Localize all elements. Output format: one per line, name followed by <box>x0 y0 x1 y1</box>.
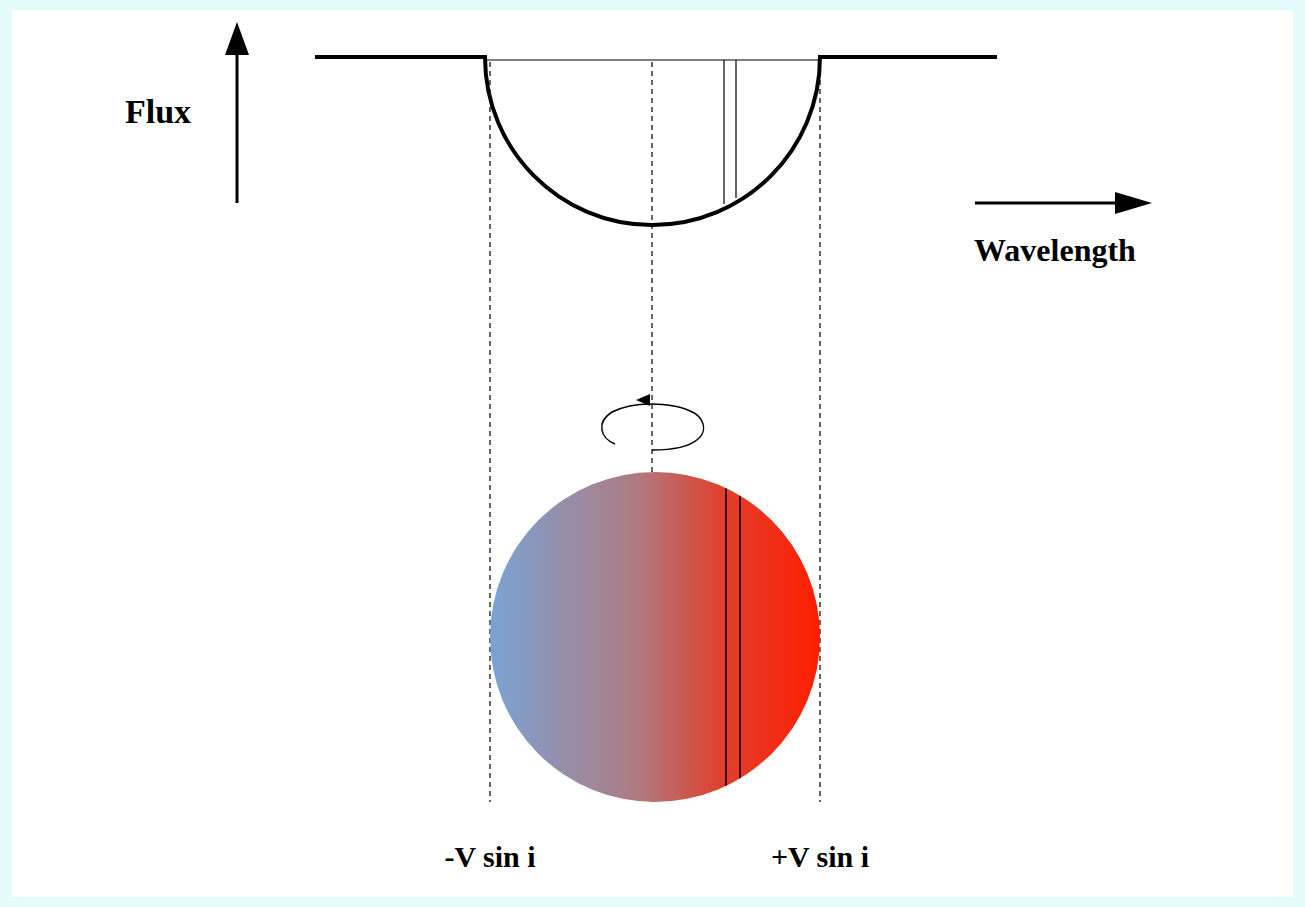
velocity-label: -V sin i <box>444 842 535 872</box>
axis-label: Flux <box>125 95 191 129</box>
dashed-guide-lines <box>490 62 820 802</box>
flux-axis-arrow <box>225 22 249 203</box>
rotation-arrow <box>602 394 704 450</box>
rotating-star <box>490 470 820 805</box>
wavelength-axis-arrow <box>975 192 1152 214</box>
axis-label: Wavelength <box>974 234 1136 266</box>
white-panel <box>12 10 1293 897</box>
velocity-label: +V sin i <box>771 842 869 872</box>
line-profile <box>315 57 997 225</box>
